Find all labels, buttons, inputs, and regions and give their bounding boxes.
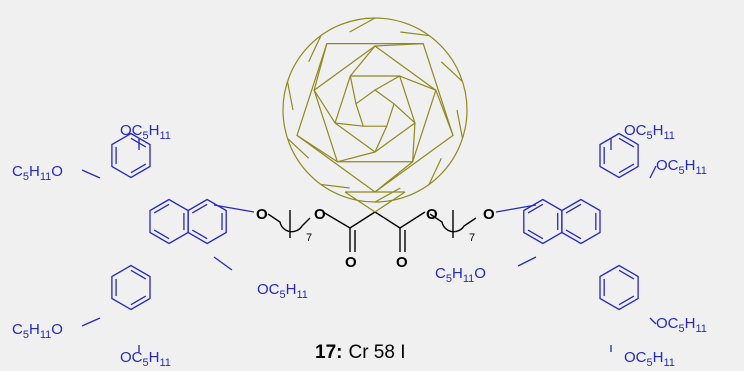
cage-spoke-a-4 — [349, 75, 357, 104]
label-right-ether-o: O — [483, 206, 495, 223]
cage-ring-3 — [313, 45, 437, 163]
ring-1-double-bond-1 — [191, 229, 208, 240]
cage-spoke-c-1 — [435, 90, 454, 136]
cage-center-pentagon — [355, 89, 395, 127]
triphenylene-left — [81, 132, 255, 352]
cage-spoke-c-0 — [374, 43, 424, 47]
cage-spoke-b-3 — [399, 75, 437, 91]
substituent-bond-4 — [517, 256, 537, 267]
cage-ring-4 — [296, 43, 454, 193]
label-left-bottom: OC5H11 — [120, 349, 171, 369]
compound-caption: 17:Cr 58 I — [315, 342, 406, 363]
label-right-upper-right: OC5H11 — [656, 157, 707, 177]
ester-left-c-bond — [349, 211, 376, 229]
cyclopropane-attachment — [344, 191, 406, 213]
cage-spoke-a-0 — [374, 75, 400, 91]
cage-rim-7 — [349, 17, 376, 33]
cage-rim-4 — [287, 137, 310, 159]
label-left-inner: OC5H11 — [257, 281, 308, 301]
ring-2 — [599, 264, 639, 311]
cage-spoke-b-1 — [313, 89, 336, 124]
ring-1-double-bond-0 — [527, 203, 544, 214]
cage-rim-5 — [286, 81, 294, 111]
cage-spoke-a-2 — [374, 125, 388, 153]
label-chain-left-count: 7 — [306, 232, 312, 244]
label-ester-o-right: O — [426, 206, 438, 223]
ester-left-bond — [322, 211, 351, 229]
ring-1-double-bond-0 — [191, 203, 208, 214]
label-right-inner: C5H11O — [435, 265, 486, 285]
triphenylene-right — [495, 132, 657, 352]
ring-2-double-bond-2 — [130, 269, 147, 280]
label-left-upper-left: C5H11O — [12, 163, 63, 183]
substituent-bond-5 — [495, 204, 537, 213]
chain-right-bracket — [429, 213, 477, 233]
ester-right-bond — [399, 211, 426, 229]
label-right-bottom: OC5H11 — [624, 349, 675, 369]
cage-rim-2 — [374, 187, 401, 203]
cage-rim-8 — [400, 31, 430, 37]
substituent-bond-2 — [81, 317, 101, 327]
substituent-bond-5 — [213, 204, 255, 213]
malonate-linker — [267, 210, 477, 252]
cage-spoke-c-4 — [313, 43, 328, 91]
cage-rim-3 — [320, 183, 350, 189]
ring-0-double-bond-1 — [618, 163, 635, 174]
label-carbonyl-o-left: O — [345, 254, 357, 271]
ring-0 — [599, 132, 639, 179]
substituent-bond-1 — [81, 169, 101, 179]
ring-2 — [111, 264, 151, 311]
ring-3-double-bond-1 — [565, 229, 582, 240]
label-ester-o-left: O — [314, 206, 326, 223]
substituent-bond-1 — [649, 165, 657, 179]
cage-spoke-b-4 — [412, 122, 416, 162]
substituent-bond-2 — [649, 317, 657, 325]
cage-rim-1 — [428, 157, 442, 185]
ring-0-double-bond-1 — [130, 163, 147, 174]
ring-2-double-bond-1 — [618, 295, 635, 306]
substituent-bond-4 — [213, 256, 233, 271]
cage-ring-2 — [334, 75, 416, 153]
ring-0-double-bond-2 — [618, 137, 635, 148]
cage-rim-9 — [440, 61, 463, 83]
fullerene-c60 — [282, 17, 468, 203]
cage-rim-6 — [308, 35, 322, 63]
cage-rim-0 — [456, 109, 464, 139]
ring-3 — [561, 198, 601, 245]
ring-0 — [111, 132, 151, 179]
ring-3-double-bond-1 — [153, 229, 170, 240]
ring-3-double-bond-0 — [153, 203, 170, 214]
chain-left-bracket — [267, 213, 311, 233]
cage-spoke-b-2 — [349, 45, 376, 77]
cage-spoke-a-3 — [334, 122, 364, 127]
cage-spoke-a-1 — [393, 103, 416, 124]
cage-spoke-c-2 — [374, 161, 413, 193]
cage-spoke-b-0 — [337, 151, 376, 163]
ester-right-c-bond — [374, 211, 401, 229]
label-left-ether-o: O — [256, 206, 268, 223]
ring-2-double-bond-1 — [130, 295, 147, 306]
ring-3-double-bond-0 — [565, 203, 582, 214]
ring-2-double-bond-2 — [618, 269, 635, 280]
ring-1-double-bond-1 — [527, 229, 544, 240]
cage-spoke-c-3 — [296, 134, 338, 163]
label-right-lower-right: OC5H11 — [656, 315, 707, 335]
label-chain-right-count: 7 — [469, 232, 475, 244]
ring-3 — [149, 198, 189, 245]
label-left-lower-left: C5H11O — [12, 321, 63, 341]
label-left-top: OC5H11 — [120, 122, 171, 142]
label-right-top: OC5H11 — [624, 122, 675, 142]
label-carbonyl-o-right: O — [396, 254, 408, 271]
